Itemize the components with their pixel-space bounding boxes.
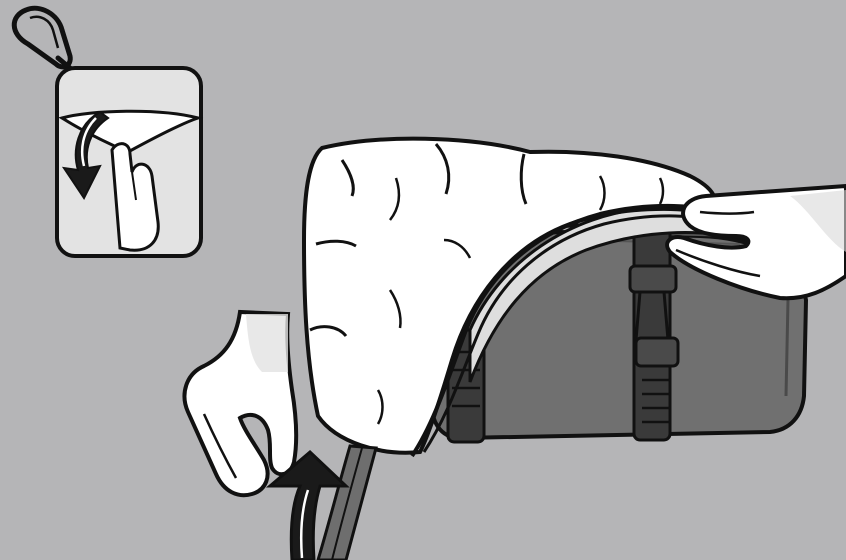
curved-arrow-icon (265, 444, 378, 560)
right-hand (665, 183, 846, 301)
pouch-pull-arrow (61, 110, 110, 200)
left-hand (182, 309, 299, 498)
storage-pouch-icon (55, 66, 204, 258)
carabiner-clip-icon (11, 5, 73, 71)
